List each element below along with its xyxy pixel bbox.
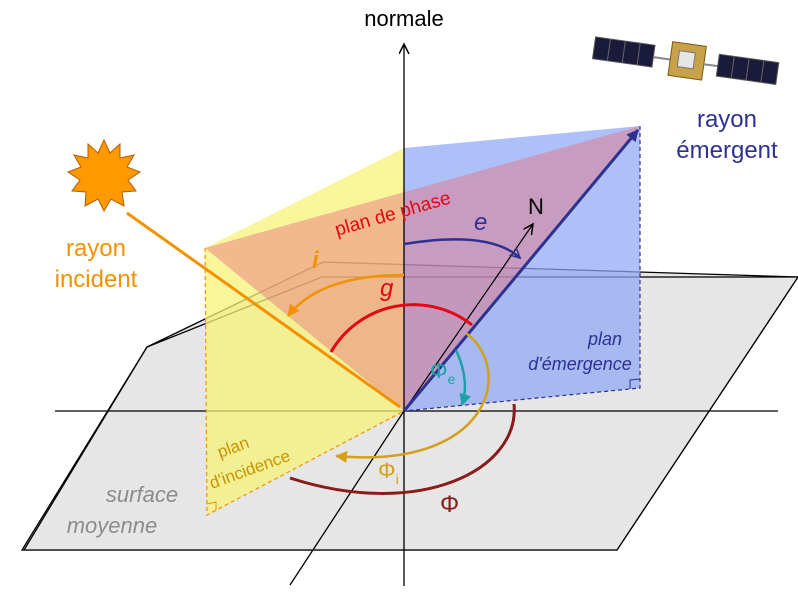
emergent-ray-label-line1: rayon (697, 106, 757, 133)
phase-angle-label: g (380, 275, 394, 302)
emergence-plane-label-line2: d'émergence (528, 354, 632, 374)
azimuth-incidence-arc (335, 332, 490, 463)
incidence-right-angle-mark (206, 501, 217, 510)
azimuth-incidence-subscript: i (396, 471, 399, 487)
normal-vector-label: N (528, 194, 544, 219)
incident-ray-label-line1: rayon (66, 235, 126, 262)
azimuth-emergence-symbol: Φ (430, 358, 448, 383)
sun-icon (66, 138, 142, 213)
satellite-icon (591, 36, 780, 85)
incident-ray-label-line2: incident (55, 266, 138, 293)
phase-angle-arc (329, 303, 473, 353)
incident-ray (126, 211, 401, 409)
azimuth-emergence-subscript: e (448, 371, 456, 387)
emergence-right-angle-mark (629, 378, 641, 389)
incidence-angle-label: i (312, 247, 320, 274)
phase-plane (205, 126, 640, 411)
mean-surface-label-line1: surface (106, 482, 178, 507)
normal-label: normale (364, 6, 443, 31)
emergence-angle-arc (403, 238, 520, 258)
mean-surface-label-line2: moyenne (67, 513, 158, 538)
incidence-plane (205, 148, 404, 515)
incidence-angle-arc (287, 273, 405, 317)
incidence-plane-dashed-edge (204, 247, 405, 516)
azimuth-relative-arc (289, 403, 516, 495)
azimuth-emergence-label: Φe (430, 358, 456, 387)
azimuth-relative-label: Φ (440, 491, 459, 518)
emergence-plane-label-line1: plan (587, 329, 622, 349)
emergence-angle-label: e (474, 209, 487, 236)
emergent-ray (402, 129, 640, 412)
normal-axis-lower (289, 410, 405, 586)
emergent-ray-label-line2: émergent (676, 137, 778, 164)
azimuth-incidence-symbol: Φ (378, 458, 396, 483)
azimuth-incidence-label: Φi (378, 458, 399, 487)
azimuth-emergence-arc (454, 349, 472, 406)
